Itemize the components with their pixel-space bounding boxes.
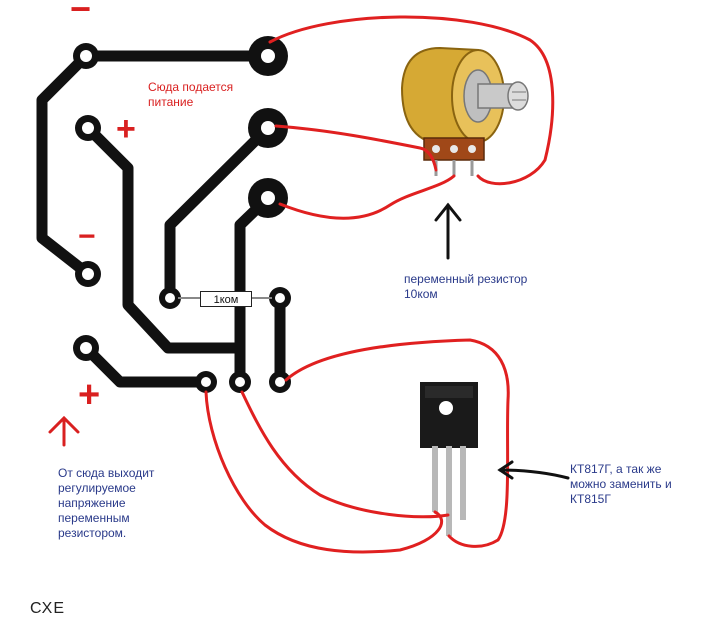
pad-large-3 [248, 178, 288, 218]
red-wires [204, 15, 555, 554]
trace-pot-end [234, 192, 274, 388]
transistor [420, 382, 478, 536]
arrow-output [48, 415, 80, 447]
arrow-transistor [497, 460, 570, 480]
wire-collector [240, 390, 450, 519]
trace-wiper [164, 122, 274, 304]
pad-resistor-right [269, 287, 291, 309]
wire-emitter [204, 390, 443, 554]
minus-top-label: − [70, 0, 92, 29]
minus-mid-label: − [78, 220, 96, 253]
wire-pot-end [278, 174, 456, 220]
trace-left-ground [36, 50, 94, 280]
pad-plus-input [75, 115, 101, 141]
cropped-heading: СХЕ [30, 600, 65, 617]
pcb-pads [73, 36, 291, 393]
wire-pot-top [268, 15, 555, 186]
pad-output [73, 335, 99, 361]
pad-transistor-3 [269, 371, 291, 393]
pot-note: переменный резистор 10ком [404, 272, 528, 301]
wire-base [284, 338, 510, 548]
arrow-pot [434, 202, 462, 260]
plus-output-label: + [78, 374, 101, 416]
trace-output [80, 342, 212, 388]
pad-minus-top [73, 43, 99, 69]
pad-resistor-left [159, 287, 181, 309]
plus-input-label: + [116, 110, 136, 148]
power-note: Сюда подается питание [148, 80, 234, 109]
wire-pot-wiper [274, 124, 438, 172]
trace-plus-input [82, 122, 246, 388]
pad-large-2 [248, 108, 288, 148]
output-note: От сюда выходит регулируемое напряжение … [58, 466, 155, 540]
pad-transistor-1 [195, 371, 217, 393]
potentiometer [400, 46, 529, 176]
transistor-note: КТ817Г, а так же можно заменить и КТ815Г [570, 462, 672, 506]
resistor-value-label: 1ком [200, 291, 252, 307]
pad-transistor-2 [229, 371, 251, 393]
pad-minus-mid [75, 261, 101, 287]
pad-large-1 [248, 36, 288, 76]
